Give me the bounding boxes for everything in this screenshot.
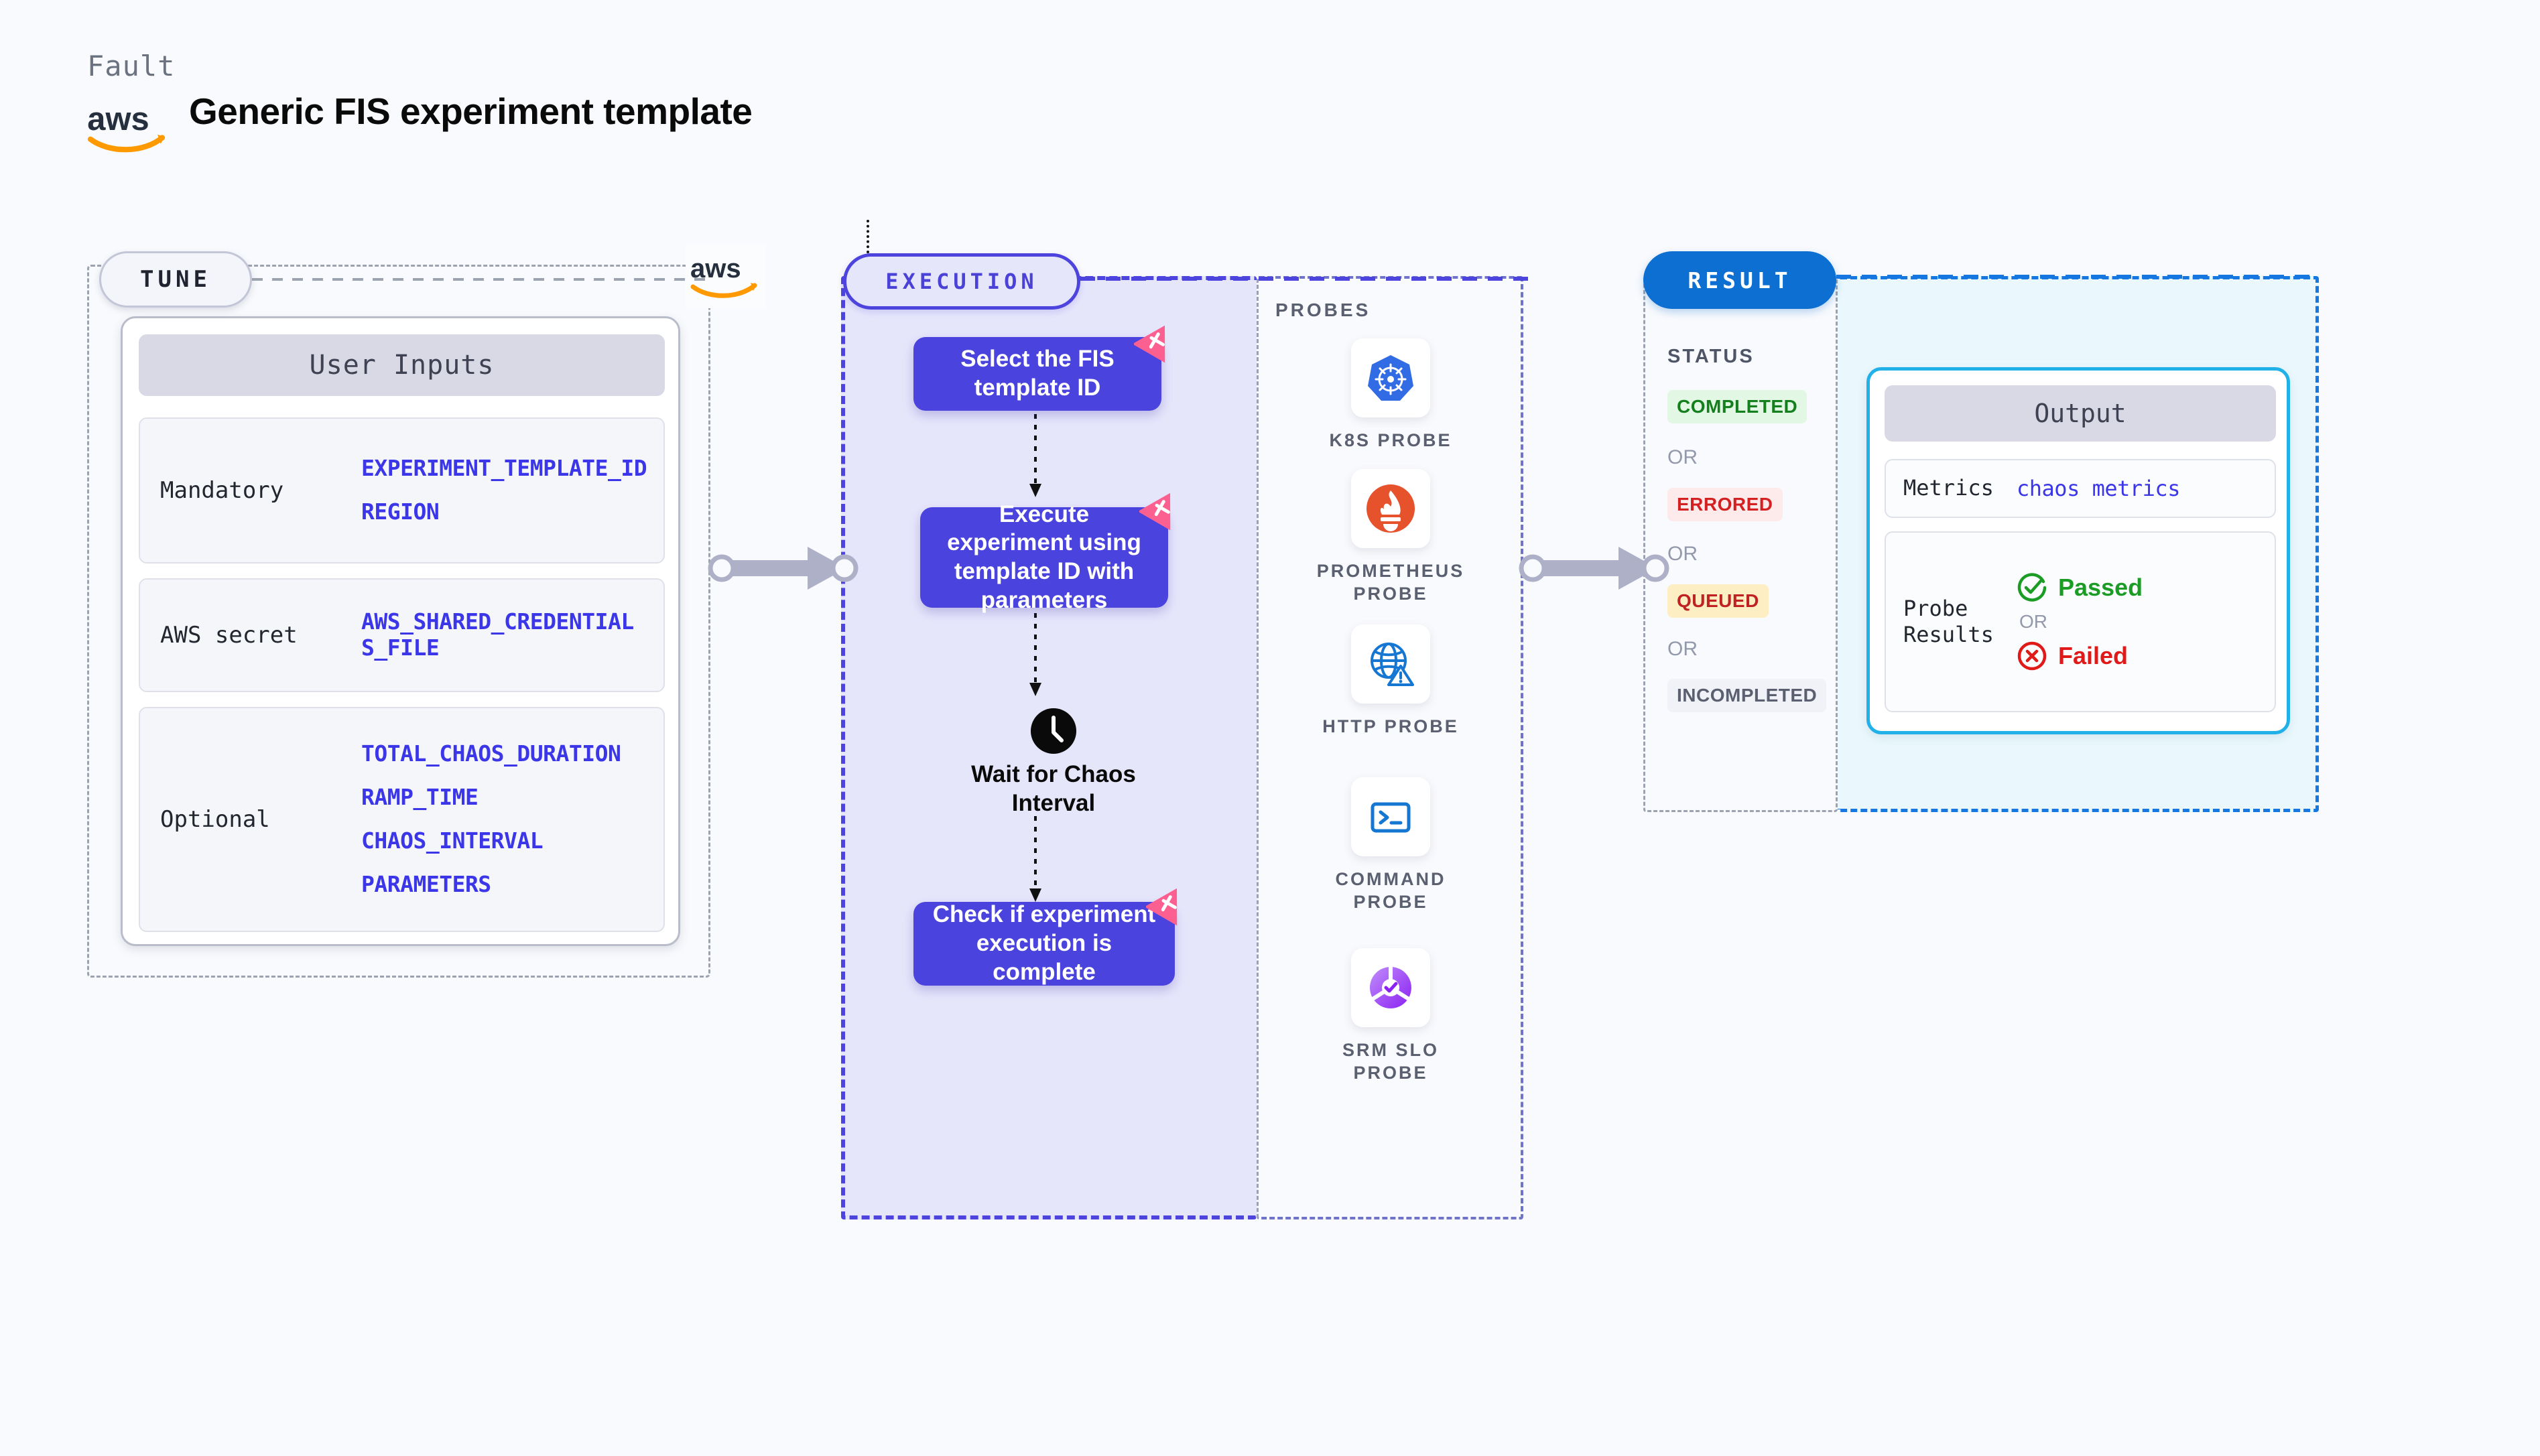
row-values-aws-secret: AWS_SHARED_CREDENTIALS_FILE — [361, 608, 663, 661]
row-values-optional: TOTAL_CHAOS_DURATION RAMP_TIME CHAOS_INT… — [361, 740, 663, 898]
passed-label: Passed — [2058, 574, 2143, 601]
step-select-template[interactable]: Select the FIS template ID — [913, 337, 1161, 411]
status-title: STATUS — [1667, 346, 1755, 367]
metrics-value: chaos metrics — [2017, 476, 2180, 501]
or-label: OR — [1667, 446, 1698, 468]
arrow-execute-to-wait — [1029, 613, 1041, 696]
http-globe-icon — [1371, 643, 1414, 686]
terminal-icon — [1371, 802, 1411, 833]
status-badge-queued: QUEUED — [1667, 584, 1769, 618]
input-row-mandatory: Mandatory EXPERIMENT_TEMPLATE_ID REGION — [139, 417, 665, 564]
var-ramp-time: RAMP_TIME — [361, 784, 479, 811]
verdict-failed: Failed — [2017, 641, 2143, 671]
x-circle-icon — [2017, 641, 2047, 671]
row-label-mandatory: Mandatory — [160, 476, 284, 504]
var-aws-shared-credentials-file: AWS_SHARED_CREDENTIALS_FILE — [361, 608, 634, 661]
or-label: OR — [1667, 543, 1698, 565]
probe-k8s[interactable]: K8S PROBE — [1304, 338, 1478, 452]
clock-icon — [1031, 708, 1076, 754]
probe-label: HTTP PROBE — [1322, 716, 1459, 736]
var-chaos-interval: CHAOS_INTERVAL — [361, 828, 544, 854]
tune-panel — [87, 265, 710, 978]
user-inputs-title: User Inputs — [139, 334, 665, 396]
user-inputs-card: User Inputs Mandatory EXPERIMENT_TEMPLAT… — [121, 316, 680, 946]
result-pill-label: RESULT — [1643, 251, 1836, 309]
arrow-select-to-execute — [1029, 414, 1041, 497]
failed-label: Failed — [2058, 642, 2129, 669]
tune-dashed-line — [252, 278, 714, 281]
step-wait-for-chaos-interval: Wait for Chaos Interval — [971, 761, 1136, 816]
status-badge-errored: ERRORED — [1667, 488, 1783, 521]
page-title: Generic FIS experiment template — [189, 90, 753, 132]
probe-label: COMMAND PROBE — [1335, 869, 1446, 912]
aws-logo: aws — [86, 94, 172, 158]
var-region: REGION — [361, 499, 440, 525]
execution-pill-label: EXECUTION — [843, 253, 1080, 310]
status-badge-completed: COMPLETED — [1667, 390, 1807, 423]
connector-tune-to-execution — [708, 547, 859, 590]
srm-slo-icon — [1369, 967, 1411, 1008]
probe-label: SRM SLO PROBE — [1342, 1040, 1439, 1083]
check-circle-icon — [2017, 573, 2047, 602]
probe-results-values: Passed OR Failed — [2017, 572, 2143, 671]
execution-dashed-line — [1080, 277, 1529, 281]
probe-tile — [1351, 469, 1430, 548]
var-experiment-template-id: EXPERIMENT_TEMPLATE_ID — [361, 455, 647, 482]
var-parameters: PARAMETERS — [361, 870, 491, 897]
step-execute-experiment[interactable]: Execute experiment using template ID wit… — [920, 501, 1168, 613]
status-badge-incompleted: INCOMPLETED — [1667, 679, 1827, 712]
probe-http[interactable]: HTTP PROBE — [1304, 624, 1478, 738]
probe-tile — [1351, 948, 1430, 1027]
var-total-chaos-duration: TOTAL_CHAOS_DURATION — [361, 740, 621, 767]
connector-execution-to-result — [1519, 547, 1669, 590]
litmus-icon — [1134, 325, 1165, 363]
metrics-label: Metrics — [1903, 475, 1994, 501]
row-values-mandatory: EXPERIMENT_TEMPLATE_ID REGION — [361, 455, 663, 525]
probe-tile — [1351, 338, 1430, 417]
prometheus-icon — [1367, 484, 1415, 533]
svg-text:aws: aws — [87, 101, 149, 137]
row-label-aws-secret: AWS secret — [160, 621, 298, 649]
kubernetes-icon — [1368, 355, 1413, 401]
probe-tile — [1351, 777, 1430, 856]
input-row-optional: Optional TOTAL_CHAOS_DURATION RAMP_TIME … — [139, 707, 665, 932]
execution-tick-line — [867, 220, 869, 253]
tune-pill-label: TUNE — [99, 251, 252, 308]
verdict-passed: Passed — [2017, 572, 2143, 603]
result-dashed-line — [1836, 275, 2313, 279]
step-check-completion[interactable]: Check if experiment execution is complet… — [913, 901, 1175, 986]
litmus-icon — [1146, 888, 1178, 926]
output-row-metrics: Metrics chaos metrics — [1885, 459, 2276, 518]
or-label: OR — [1667, 638, 1698, 660]
input-row-aws-secret: AWS secret AWS_SHARED_CREDENTIALS_FILE — [139, 578, 665, 692]
eyebrow-label: Fault — [87, 50, 176, 82]
probe-tile — [1351, 624, 1430, 704]
output-title: Output — [1885, 385, 2276, 442]
probe-label: K8S PROBE — [1329, 430, 1452, 450]
probe-prometheus[interactable]: PROMETHEUS PROBE — [1304, 469, 1478, 606]
probes-title: PROBES — [1275, 300, 1371, 320]
probe-srm-slo[interactable]: SRM SLO PROBE — [1304, 948, 1478, 1085]
probe-label: PROMETHEUS PROBE — [1316, 561, 1465, 604]
arrow-wait-to-check — [1029, 816, 1041, 902]
litmus-icon — [1139, 492, 1171, 531]
row-label-optional: Optional — [160, 805, 270, 833]
or-label: OR — [2019, 611, 2047, 632]
probe-command[interactable]: COMMAND PROBE — [1304, 777, 1478, 914]
